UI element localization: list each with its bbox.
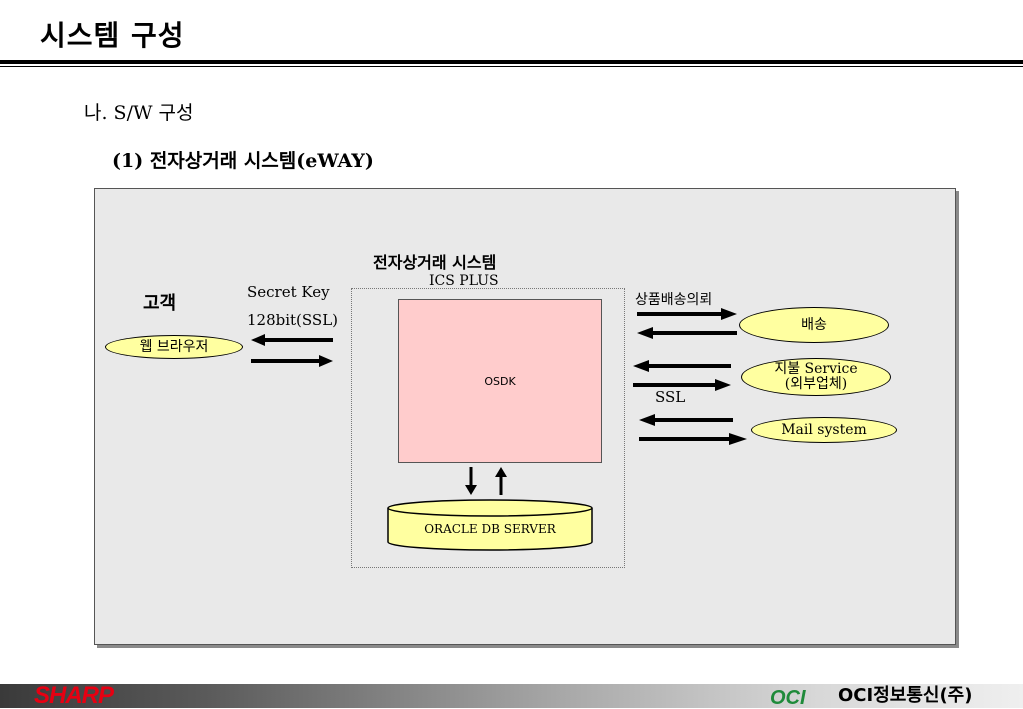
oci-company-name: OCI정보통신(주)	[838, 685, 973, 706]
customer-system-arrows	[251, 334, 333, 367]
footer-bar	[0, 684, 1023, 708]
delivery-ellipse: 배송	[739, 307, 889, 343]
mail-arrows	[639, 414, 747, 445]
osdk-box: OSDK	[398, 299, 602, 463]
ics-plus-label: ICS PLUS	[429, 273, 499, 289]
payment-label-line2: (외부업체)	[784, 376, 848, 392]
osdk-db-arrows	[465, 467, 507, 495]
page-title: 시스템 구성	[40, 19, 185, 52]
title-rule-thin	[0, 66, 1023, 67]
db-label: ORACLE DB SERVER	[424, 522, 556, 536]
ssl-label: SSL	[655, 388, 686, 406]
payment-ellipse: 지불 Service (외부업체)	[741, 358, 891, 396]
oci-logo-mark: OCI	[770, 687, 806, 708]
subsection-heading: (1) 전자상거래 시스템(eWAY)	[112, 150, 374, 172]
browser-label: 웹 브라우저	[139, 338, 209, 355]
mail-label: Mail system	[781, 421, 867, 438]
diagram-frame: 전자상거래 시스템 ICS PLUS OSDK ORACLE DB SERVER…	[94, 188, 956, 645]
database-icon	[387, 499, 593, 551]
section-heading: 나. S/W 구성	[84, 102, 194, 124]
system-title: 전자상거래 시스템	[373, 253, 497, 272]
browser-ellipse: 웹 브라우저	[105, 335, 243, 359]
delivery-request-label: 상품배송의뢰	[635, 292, 713, 308]
sharp-logo: SHARP	[34, 682, 114, 709]
mail-ellipse: Mail system	[751, 417, 897, 443]
secret-key-label: Secret Key	[247, 283, 330, 301]
payment-label-line1: 지불 Service	[774, 361, 858, 377]
title-rule-thick	[0, 60, 1023, 64]
customer-label: 고객	[143, 293, 177, 314]
ics-plus-container	[351, 288, 625, 568]
oci-logo-icon: OCI	[770, 687, 806, 708]
payment-arrows	[633, 360, 731, 391]
ssl-bits-label: 128bit(SSL)	[247, 311, 339, 329]
delivery-label: 배송	[801, 316, 827, 333]
delivery-arrows	[637, 308, 737, 339]
